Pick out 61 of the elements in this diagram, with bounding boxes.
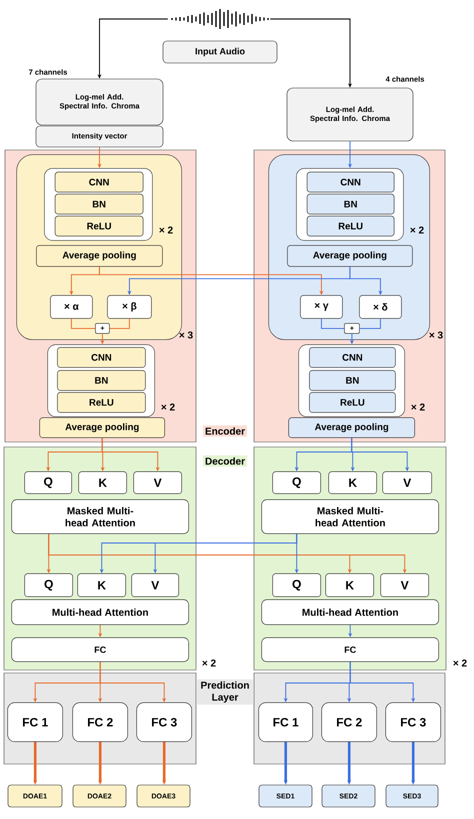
pooling-box: Average pooling bbox=[287, 245, 413, 267]
qkv-box: V bbox=[133, 471, 182, 494]
connector-line bbox=[109, 318, 130, 329]
pooling-box: Average pooling bbox=[39, 417, 165, 438]
qkv-box: Q bbox=[24, 573, 73, 597]
layer-box: ReLU bbox=[306, 216, 394, 236]
layer-box: CNN bbox=[57, 347, 146, 368]
fc-box: FC 3 bbox=[385, 702, 441, 742]
repeat-count: × 2 bbox=[453, 660, 467, 666]
pooling-box: Average pooling bbox=[288, 417, 415, 438]
weight-box: × α bbox=[50, 295, 93, 319]
layer-box: CNN bbox=[309, 347, 396, 368]
attention-box: Masked Multi-head Attention bbox=[11, 499, 189, 534]
layer-box: CNN bbox=[306, 172, 394, 192]
section-label: Encoder bbox=[203, 425, 247, 437]
qkv-box: Q bbox=[24, 471, 72, 494]
repeat-count: × 2 bbox=[202, 660, 216, 666]
weight-box: × γ bbox=[300, 295, 343, 319]
fc-box: FC 2 bbox=[72, 702, 128, 742]
layer-box: ReLU bbox=[54, 216, 144, 236]
connector-line bbox=[70, 318, 96, 329]
weight-box: × β bbox=[107, 295, 152, 319]
qkv-box: K bbox=[328, 471, 377, 494]
qkv-box: K bbox=[325, 573, 374, 597]
repeat-count: × 2 bbox=[410, 226, 424, 234]
qkv-box: Q bbox=[272, 573, 321, 597]
waveform-drawing bbox=[171, 8, 269, 30]
qkv-box: V bbox=[382, 471, 432, 494]
fc-box: FC 1 bbox=[7, 702, 63, 742]
layer-box: BN bbox=[54, 194, 144, 214]
qkv-box: K bbox=[77, 573, 126, 597]
fc-box: FC 3 bbox=[136, 702, 192, 742]
attention-box: Multi-head Attention bbox=[261, 599, 439, 625]
qkv-box: V bbox=[380, 573, 429, 597]
attention-box: Multi-head Attention bbox=[11, 599, 189, 625]
layer-box: BN bbox=[57, 370, 146, 391]
qkv-box: V bbox=[131, 573, 179, 597]
fc-box: FC bbox=[261, 637, 439, 662]
connector-line bbox=[320, 318, 345, 329]
repeat-count: × 2 bbox=[159, 226, 173, 234]
layer-box: ReLU bbox=[57, 392, 146, 413]
section-label: Prediction Layer bbox=[197, 679, 253, 705]
layer-box: BN bbox=[309, 370, 396, 391]
layer-box: BN bbox=[306, 194, 394, 214]
fc-box: FC bbox=[11, 637, 189, 662]
weight-box: × δ bbox=[359, 295, 402, 319]
qkv-box: K bbox=[78, 471, 127, 494]
input-box: Input Audio bbox=[162, 40, 278, 64]
repeat-count: × 2 bbox=[161, 404, 175, 410]
layer-box: CNN bbox=[54, 172, 144, 192]
repeat-count: × 3 bbox=[179, 331, 193, 339]
attention-box: Masked Multi-head Attention bbox=[261, 499, 439, 534]
pooling-box: Average pooling bbox=[36, 245, 163, 267]
qkv-box: Q bbox=[272, 471, 321, 494]
fc-box: FC 2 bbox=[321, 702, 377, 742]
connector-line bbox=[359, 318, 381, 329]
repeat-count: × 3 bbox=[429, 331, 443, 339]
layer-box: ReLU bbox=[309, 392, 396, 413]
section-label: Decoder bbox=[203, 455, 247, 467]
repeat-count: × 2 bbox=[411, 404, 425, 410]
fc-box: FC 1 bbox=[258, 702, 313, 742]
